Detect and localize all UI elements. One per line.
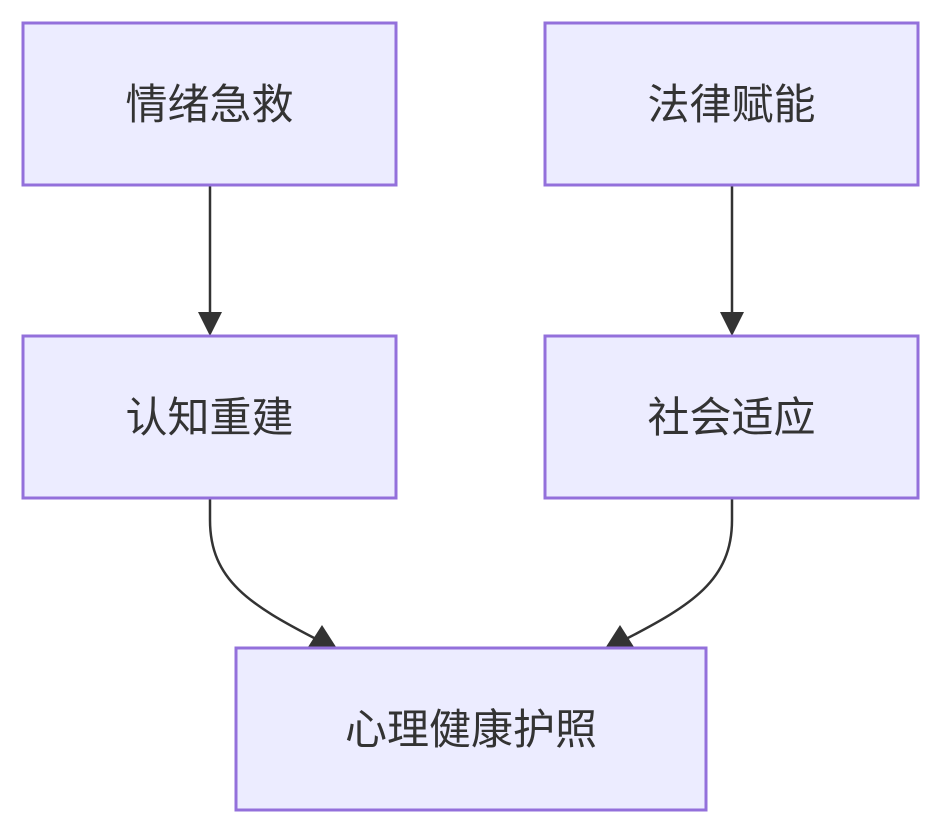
node-box <box>21 21 398 187</box>
edge-n4-n5 <box>623 498 734 642</box>
node-box <box>543 334 920 500</box>
arrow-head-n2-n4 <box>720 312 744 336</box>
node-label: 情绪急救 <box>125 80 293 129</box>
arrow-head-n4-n5 <box>604 625 634 650</box>
node-cognitive-reconstruction: 认知重建 <box>21 334 398 500</box>
node-emotional-first-aid: 情绪急救 <box>21 21 398 187</box>
node-label: 社会适应 <box>647 393 815 442</box>
node-legal-empowerment: 法律赋能 <box>543 21 920 187</box>
arrow-head-n1-n3 <box>198 312 222 336</box>
node-label: 法律赋能 <box>647 80 815 129</box>
node-social-adaptation: 社会适应 <box>543 334 920 500</box>
node-box <box>234 646 708 812</box>
node-label: 心理健康护照 <box>345 705 597 754</box>
edge-n3-n5 <box>208 498 319 642</box>
node-box <box>543 21 920 187</box>
edges <box>198 186 744 650</box>
node-mental-health-passport: 心理健康护照 <box>234 646 708 812</box>
arrow-head-n3-n5 <box>308 625 338 650</box>
node-label: 认知重建 <box>125 393 293 442</box>
node-box <box>21 334 398 500</box>
